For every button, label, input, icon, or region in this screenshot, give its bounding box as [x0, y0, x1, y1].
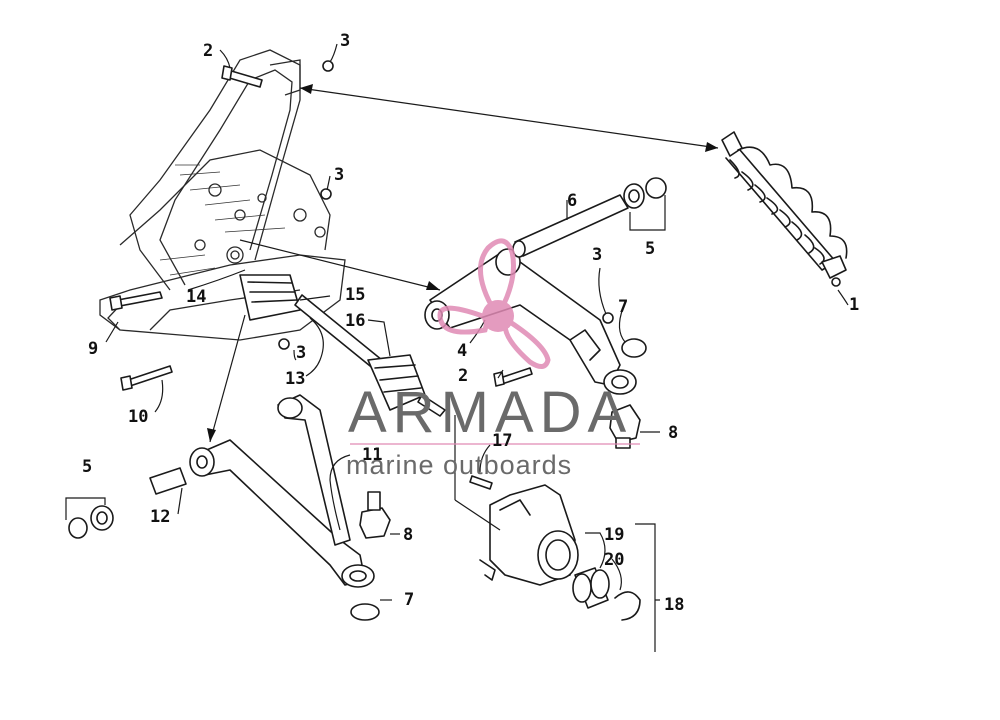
callout-12: 12: [150, 507, 170, 527]
bushings-lower: [65, 467, 187, 539]
steering-knuckle: [479, 484, 579, 586]
callout-4: 4: [457, 341, 467, 361]
watermark-tagline: marine outboards: [346, 450, 572, 480]
propeller-blade-left: [437, 305, 491, 335]
callout-16: 16: [345, 311, 365, 331]
frame-assembly: [99, 49, 346, 341]
callout-2-top: 2: [203, 41, 213, 61]
callout-3-top: 3: [340, 31, 350, 51]
callout-3-arm: 3: [592, 245, 602, 265]
wheel-bearing: [572, 567, 610, 609]
fasteners: [109, 60, 614, 490]
callout-8-lower: 8: [403, 525, 413, 545]
propeller-blade-right: [502, 319, 551, 369]
callout-6: 6: [567, 191, 577, 211]
callout-17: 17: [492, 431, 512, 451]
callout-3-frame: 3: [334, 165, 344, 185]
retaining-rings: [350, 338, 647, 621]
callout-2-middle: 2: [458, 366, 468, 386]
callout-8-upper: 8: [668, 423, 678, 443]
callout-leaders: [105, 43, 849, 652]
callout-5-upper: 5: [645, 239, 655, 259]
propeller-hub: [482, 300, 514, 332]
callout-14: 14: [186, 287, 206, 307]
callout-labels: 1 2 2 3 3 3 3 4 5 5 6 7 7 8 8 9 10 11 12…: [82, 31, 859, 615]
watermark-brand: ARMADA: [348, 380, 632, 445]
propeller-blade-top: [477, 238, 516, 315]
ball-joints: [359, 404, 641, 539]
callout-7-lower: 7: [404, 590, 414, 610]
callout-18: 18: [664, 595, 684, 615]
bushings-upper: [623, 177, 667, 231]
callout-10: 10: [128, 407, 148, 427]
callout-20: 20: [604, 550, 624, 570]
callout-3-lower: 3: [296, 343, 306, 363]
callout-5-lower: 5: [82, 457, 92, 477]
callout-19: 19: [604, 525, 624, 545]
lower-a-arm: [189, 394, 375, 588]
cv-axle: [239, 274, 446, 417]
pivot-tube: [512, 194, 629, 258]
watermark-logo: [437, 238, 551, 369]
callout-11: 11: [362, 445, 382, 465]
assembly-arrows: [207, 84, 719, 531]
callout-13: 13: [285, 369, 305, 389]
callout-9: 9: [88, 339, 98, 359]
callout-7-upper: 7: [618, 297, 628, 317]
callout-15: 15: [345, 285, 365, 305]
callout-1: 1: [849, 295, 859, 315]
shock-absorber: [721, 131, 848, 287]
